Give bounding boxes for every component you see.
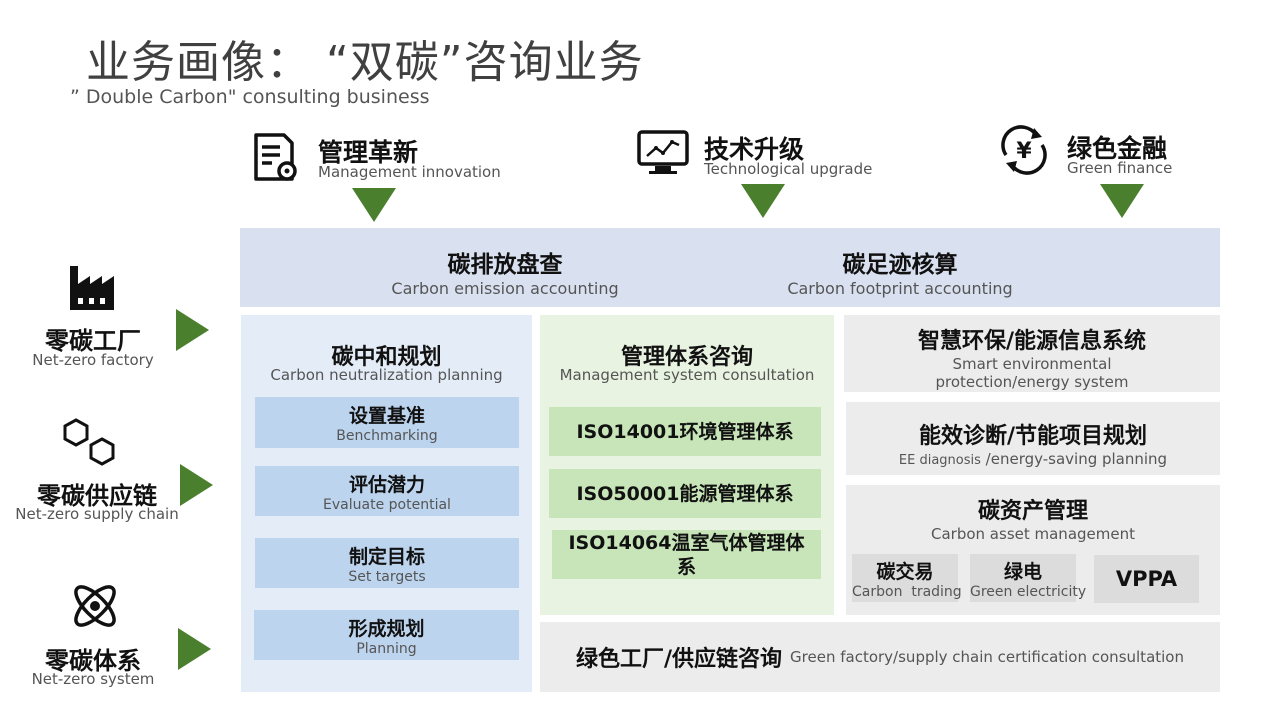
pillar-tech-subtitle: Technological upgrade <box>704 160 873 178</box>
svg-text:¥: ¥ <box>1016 139 1032 164</box>
step-benchmarking: 设置基准 Benchmarking <box>255 397 519 448</box>
step-targets: 制定目标 Set targets <box>255 538 519 588</box>
factory-icon <box>68 264 116 316</box>
planning-title: 碳中和规划 <box>331 345 442 370</box>
atom-icon <box>68 581 122 635</box>
pillar-finance-title: 绿色金融 <box>1067 134 1168 163</box>
sidebar-system-title: 零碳体系 <box>45 647 141 675</box>
accounting-bar <box>240 228 1220 307</box>
vppa-box: VPPA <box>1094 555 1199 603</box>
sidebar-factory-title: 零碳工厂 <box>45 327 141 355</box>
green-factory-box: 绿色工厂/供应链咨询 Green factory/supply chain ce… <box>540 622 1220 692</box>
arrow-right-icon <box>180 464 213 506</box>
step-planning: 形成规划 Planning <box>254 610 519 660</box>
arrow-down-icon <box>1100 184 1144 218</box>
green-factory-subtitle: Green factory/supply chain certification… <box>790 648 1184 666</box>
yuan-cycle-icon: ¥ <box>998 125 1050 179</box>
pillar-management-subtitle: Management innovation <box>318 163 501 181</box>
page-title: 业务画像： “双碳”咨询业务 <box>86 37 644 88</box>
pillar-tech-title: 技术升级 <box>704 135 805 164</box>
energy-efficiency-box: 能效诊断/节能项目规划 EE diagnosis /energy-saving … <box>846 402 1220 475</box>
page-subtitle: ” Double Carbon" consulting business <box>70 86 430 108</box>
sidebar-factory-subtitle: Net-zero factory <box>32 351 154 369</box>
planning-subtitle: Carbon neutralization planning <box>270 366 503 384</box>
iso14064-item: ISO14064温室气体管理体系 <box>552 530 821 579</box>
arrow-down-icon <box>741 184 785 218</box>
arrow-down-icon <box>352 188 396 222</box>
management-title: 管理体系咨询 <box>620 345 753 370</box>
pillar-management-title: 管理革新 <box>318 138 419 167</box>
arrow-right-icon <box>176 309 209 351</box>
management-subtitle: Management system consultation <box>559 366 815 384</box>
sidebar-supply-subtitle: Net-zero supply chain <box>15 505 179 523</box>
carbon-trading-box: 碳交易 Carbon trading <box>852 554 962 602</box>
footprint-accounting: 碳足迹核算 Carbon footprint accounting <box>787 252 1013 298</box>
emission-accounting: 碳排放盘查 Carbon emission accounting <box>391 252 619 298</box>
iso50001-item: ISO50001能源管理体系 <box>549 469 821 518</box>
iso14001-item: ISO14001环境管理体系 <box>549 407 821 456</box>
sidebar-supply-title: 零碳供应链 <box>37 482 157 510</box>
arrow-right-icon <box>178 628 211 670</box>
green-factory-title: 绿色工厂/供应链咨询 <box>576 647 783 672</box>
sidebar-system-subtitle: Net-zero system <box>31 670 155 688</box>
document-gear-icon <box>250 131 300 187</box>
pillar-finance-subtitle: Green finance <box>1067 159 1173 177</box>
supply-chain-hexagons-icon <box>62 417 120 473</box>
step-evaluate: 评估潜力 Evaluate potential <box>255 466 519 516</box>
green-electricity-box: 绿电 Green electricity <box>970 554 1086 602</box>
monitor-chart-icon <box>636 129 690 181</box>
smart-env-box: 智慧环保/能源信息系统 Smart environmental protecti… <box>844 315 1220 392</box>
